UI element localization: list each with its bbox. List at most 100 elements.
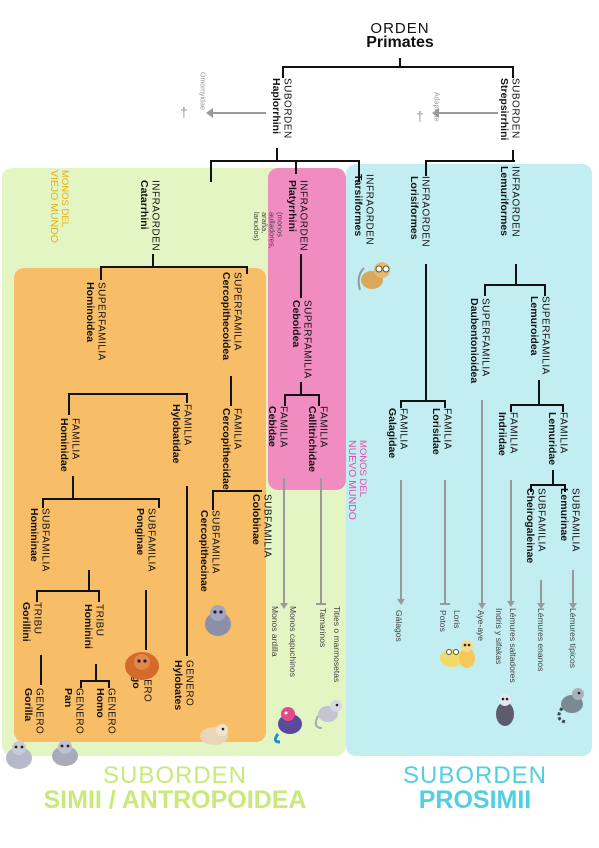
connector xyxy=(544,284,546,296)
connector xyxy=(80,680,110,682)
connector xyxy=(100,266,248,268)
arrow-indriidae xyxy=(507,480,515,607)
arrow-cheirogaleinae xyxy=(537,580,545,609)
connector xyxy=(484,284,546,286)
platyrrhini-note: (monos aulladores, araña, lanudos) xyxy=(251,212,285,249)
connector xyxy=(186,486,188,656)
connector xyxy=(210,160,360,162)
connector xyxy=(186,393,188,403)
nuevo-mundo-label: MONOS DEL NUEVO MUNDO xyxy=(346,440,368,520)
connector xyxy=(425,160,515,162)
connector xyxy=(230,376,232,406)
loris-icon xyxy=(434,640,470,670)
genero-pan: GENERO Pan xyxy=(62,688,85,735)
connector xyxy=(444,400,446,408)
infraorden-platyrrhini: INFRAORDEN Platyrrhini xyxy=(286,180,309,252)
genero-hylobates: GENERO Hylobates xyxy=(172,660,195,711)
tribu-hominini: TRIBU Hominini xyxy=(82,604,105,649)
ring-tailed-lemur-icon xyxy=(552,680,592,724)
suborden-haplorrhini: SUBORDEN Haplorrhini xyxy=(270,78,293,139)
connector xyxy=(530,484,566,486)
common-indris-sifakas: Indris y sifakas xyxy=(493,608,504,665)
arrow-potos xyxy=(440,480,450,605)
connector xyxy=(515,264,517,284)
familia-hominidae: FAMILIA Hominidae xyxy=(58,418,81,472)
connector xyxy=(399,58,401,68)
superfamilia-lemuroidea: SUPERFAMILIA Lemuroidea xyxy=(528,296,551,375)
connector xyxy=(282,66,284,78)
familia-lemuridae: FAMILIA Lemuridae xyxy=(546,412,569,466)
orangutan-icon xyxy=(122,646,162,682)
connector xyxy=(36,590,100,592)
connector xyxy=(246,266,248,274)
omomyidae-dagger: † xyxy=(180,104,188,120)
subfamilia-cheirogaleinae: SUBFAMILIA Cheirogaleinae xyxy=(524,488,547,564)
suborden-prosimii-label: SUBORDEN PROSIMII xyxy=(370,762,580,815)
connector xyxy=(145,590,147,650)
subfamilia-cercopithecinae: SUBFAMILIA Cercopithecinae xyxy=(198,510,221,592)
gibbon-icon xyxy=(196,718,232,748)
common-aye-aye: Aye-aye xyxy=(475,610,486,642)
connector xyxy=(512,150,514,160)
arrow-aye-aye xyxy=(478,400,486,609)
connector xyxy=(158,498,160,508)
tribu-gorillini: TRIBU Gorillini xyxy=(20,602,43,642)
connector xyxy=(212,490,262,492)
connector xyxy=(95,664,97,680)
familia-lorisidae: FAMILIA Lorisidae xyxy=(430,408,453,455)
connector xyxy=(358,160,360,182)
prosimii-name: PROSIMII xyxy=(418,786,532,814)
connector xyxy=(284,394,286,406)
aye-aye-icon xyxy=(454,636,480,672)
connector xyxy=(530,484,532,492)
arrow-lemurinae xyxy=(569,570,577,609)
connector xyxy=(88,570,90,590)
gorilla-icon xyxy=(2,738,36,772)
infraorden-tarsiiformes: INFRAORDEN Tarsiiformes xyxy=(352,174,375,246)
connector xyxy=(510,404,564,406)
connector xyxy=(538,380,540,404)
genero-homo: GENERO Homo xyxy=(94,688,117,735)
connector xyxy=(210,160,212,182)
arrow-head xyxy=(432,108,439,118)
common-loris: Loris xyxy=(451,610,462,629)
familia-callitrichidae: FAMILIA Callitrichidae xyxy=(306,406,329,472)
viejo-mundo-label: MONOS DEL VIEJO MUNDO xyxy=(48,170,70,243)
adapidae-dagger: † xyxy=(416,108,424,124)
marmoset-icon xyxy=(312,694,348,730)
connector xyxy=(42,498,160,500)
connector xyxy=(72,476,74,498)
connector xyxy=(512,66,514,78)
connector xyxy=(212,490,214,510)
omomyidae-label: Omomyidae xyxy=(198,72,206,110)
connector xyxy=(564,484,566,492)
connector xyxy=(40,655,42,685)
extinct-arrow xyxy=(438,112,498,114)
extinct-arrow xyxy=(212,112,266,114)
subfamilia-ponginae: SUBFAMILIA Ponginae xyxy=(134,508,157,572)
connector xyxy=(152,254,154,266)
connector xyxy=(276,148,278,160)
common-capuchinos: Monos capuchinos xyxy=(287,606,298,677)
familia-cebidae: FAMILIA Cebidae xyxy=(266,406,289,448)
adapidae-label: Adapidae xyxy=(432,92,440,122)
subfamilia-homininae: SUBFAMILIA Homininae xyxy=(28,508,51,572)
connector xyxy=(510,404,512,412)
familia-indriidae: FAMILIA Indriidae xyxy=(496,412,519,456)
connector xyxy=(80,680,82,688)
connector xyxy=(98,590,100,602)
arrow-capuchinos xyxy=(280,478,288,609)
platyrrhini-region xyxy=(268,168,346,490)
connector xyxy=(484,284,486,296)
connector xyxy=(400,400,402,408)
connector xyxy=(552,470,554,484)
chimpanzee-icon xyxy=(48,738,82,768)
connector xyxy=(300,254,302,298)
common-ardilla: Monos ardilla xyxy=(269,606,280,657)
connector xyxy=(425,264,427,400)
order-name: Primates xyxy=(366,34,434,51)
connector xyxy=(295,160,297,174)
familia-hylobatidae: FAMILIA Hylobatidae xyxy=(170,404,193,464)
common-tamarinos: Tamarinos xyxy=(317,608,328,648)
superfamilia-daubentonioidea: SUPERFAMILIA Daubentonioidea xyxy=(468,298,491,384)
